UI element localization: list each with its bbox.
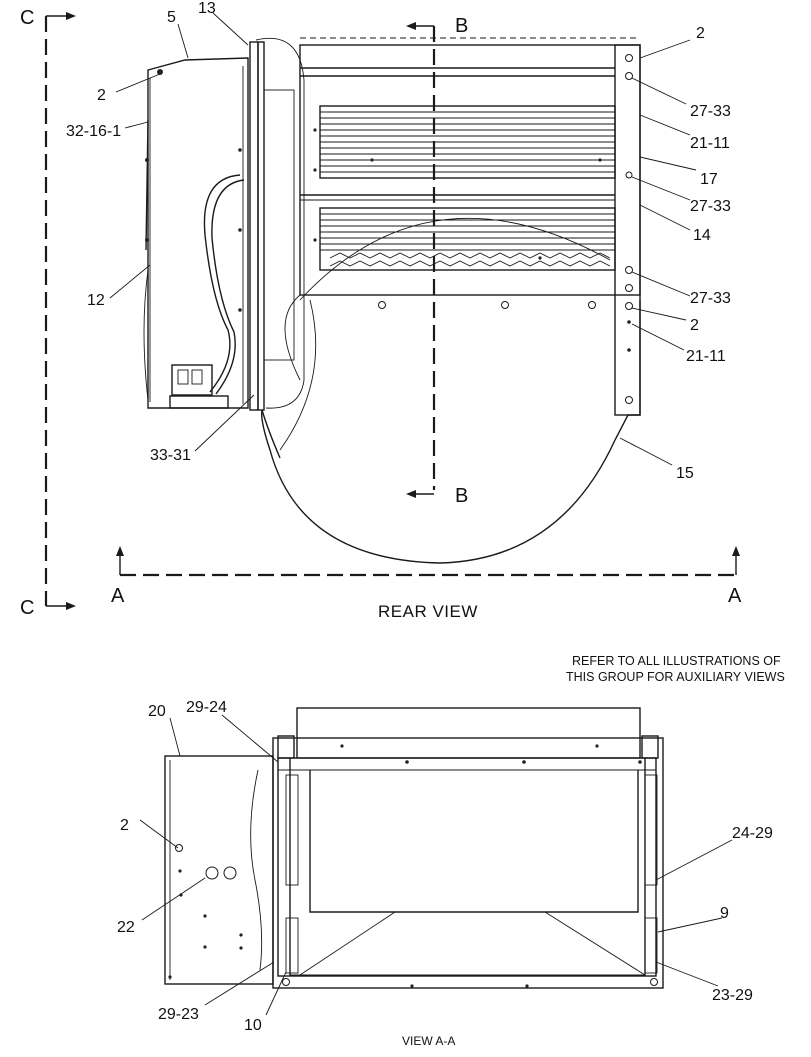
- callout-label: 33-31: [150, 447, 191, 464]
- callout-label: 10: [244, 1017, 262, 1034]
- callout-label: 2: [120, 817, 129, 834]
- callout-label: 27-33: [690, 198, 731, 215]
- section-line-a: A A: [111, 546, 742, 607]
- callout-label: 32-16-1: [66, 123, 121, 140]
- callout-label: 24-29: [732, 825, 773, 842]
- side-panel-assembly: [143, 57, 249, 409]
- lower-fin-bank: [319, 207, 616, 271]
- frame: [272, 735, 664, 989]
- callouts-aa: 20 29-24 2 22 29-23 10 24-29 9 23-29: [117, 699, 773, 1034]
- view-caption: VIEW A-A: [402, 1034, 455, 1048]
- callout-label: 23-29: [712, 987, 753, 1004]
- leader-lines: [109, 12, 697, 466]
- callout-label: 12: [87, 292, 105, 309]
- section-line-c: C C: [20, 7, 76, 619]
- callout-label: 14: [693, 227, 711, 244]
- callouts: 13 5 2 32-16-1 12 33-31 2 27-33 21-11 17…: [66, 0, 731, 482]
- blower-housing: [260, 217, 641, 564]
- callout-label: 21-11: [686, 348, 726, 365]
- callout-label: 29-23: [158, 1006, 199, 1023]
- section-mark-b-bottom: B: [455, 485, 468, 507]
- callout-label: 27-33: [690, 103, 731, 120]
- callout-label: 27-33: [690, 290, 731, 307]
- callout-label: 5: [167, 9, 176, 26]
- note-line: REFER TO ALL ILLUSTRATIONS OF: [572, 654, 781, 668]
- view-caption: REAR VIEW: [378, 602, 478, 621]
- section-line-b: B B: [406, 15, 468, 507]
- view-a-a: 20 29-24 2 22 29-23 10 24-29 9 23-29 VIE…: [117, 699, 773, 1048]
- section-mark-b-top: B: [455, 15, 468, 37]
- section-mark-c-top: C: [20, 7, 34, 29]
- section-mark-a-left: A: [111, 585, 125, 607]
- main-housing: [299, 44, 641, 416]
- note-line: THIS GROUP FOR AUXILIARY VIEWS: [566, 670, 785, 684]
- callout-label: 2: [696, 25, 705, 42]
- callout-label: 13: [198, 0, 216, 17]
- side-panel: [164, 755, 274, 985]
- callout-label: 2: [97, 87, 106, 104]
- section-mark-a-right: A: [728, 585, 742, 607]
- callout-label: 15: [676, 465, 694, 482]
- callout-label: 9: [720, 905, 729, 922]
- frame-column: [249, 37, 305, 411]
- upper-fin-bank: [300, 105, 616, 201]
- callout-label: 2: [690, 317, 699, 334]
- reference-note: REFER TO ALL ILLUSTRATIONS OF THIS GROUP…: [566, 654, 785, 684]
- section-mark-c-bottom: C: [20, 597, 34, 619]
- callout-label: 17: [700, 171, 718, 188]
- rear-view: C C A A B B: [20, 0, 742, 621]
- coil-shroud: [290, 770, 646, 976]
- callout-label: 21-11: [690, 135, 730, 152]
- leader-lines-aa: [139, 714, 733, 1016]
- callout-label: 20: [148, 703, 166, 720]
- callout-label: 22: [117, 919, 135, 936]
- callout-label: 29-24: [186, 699, 227, 716]
